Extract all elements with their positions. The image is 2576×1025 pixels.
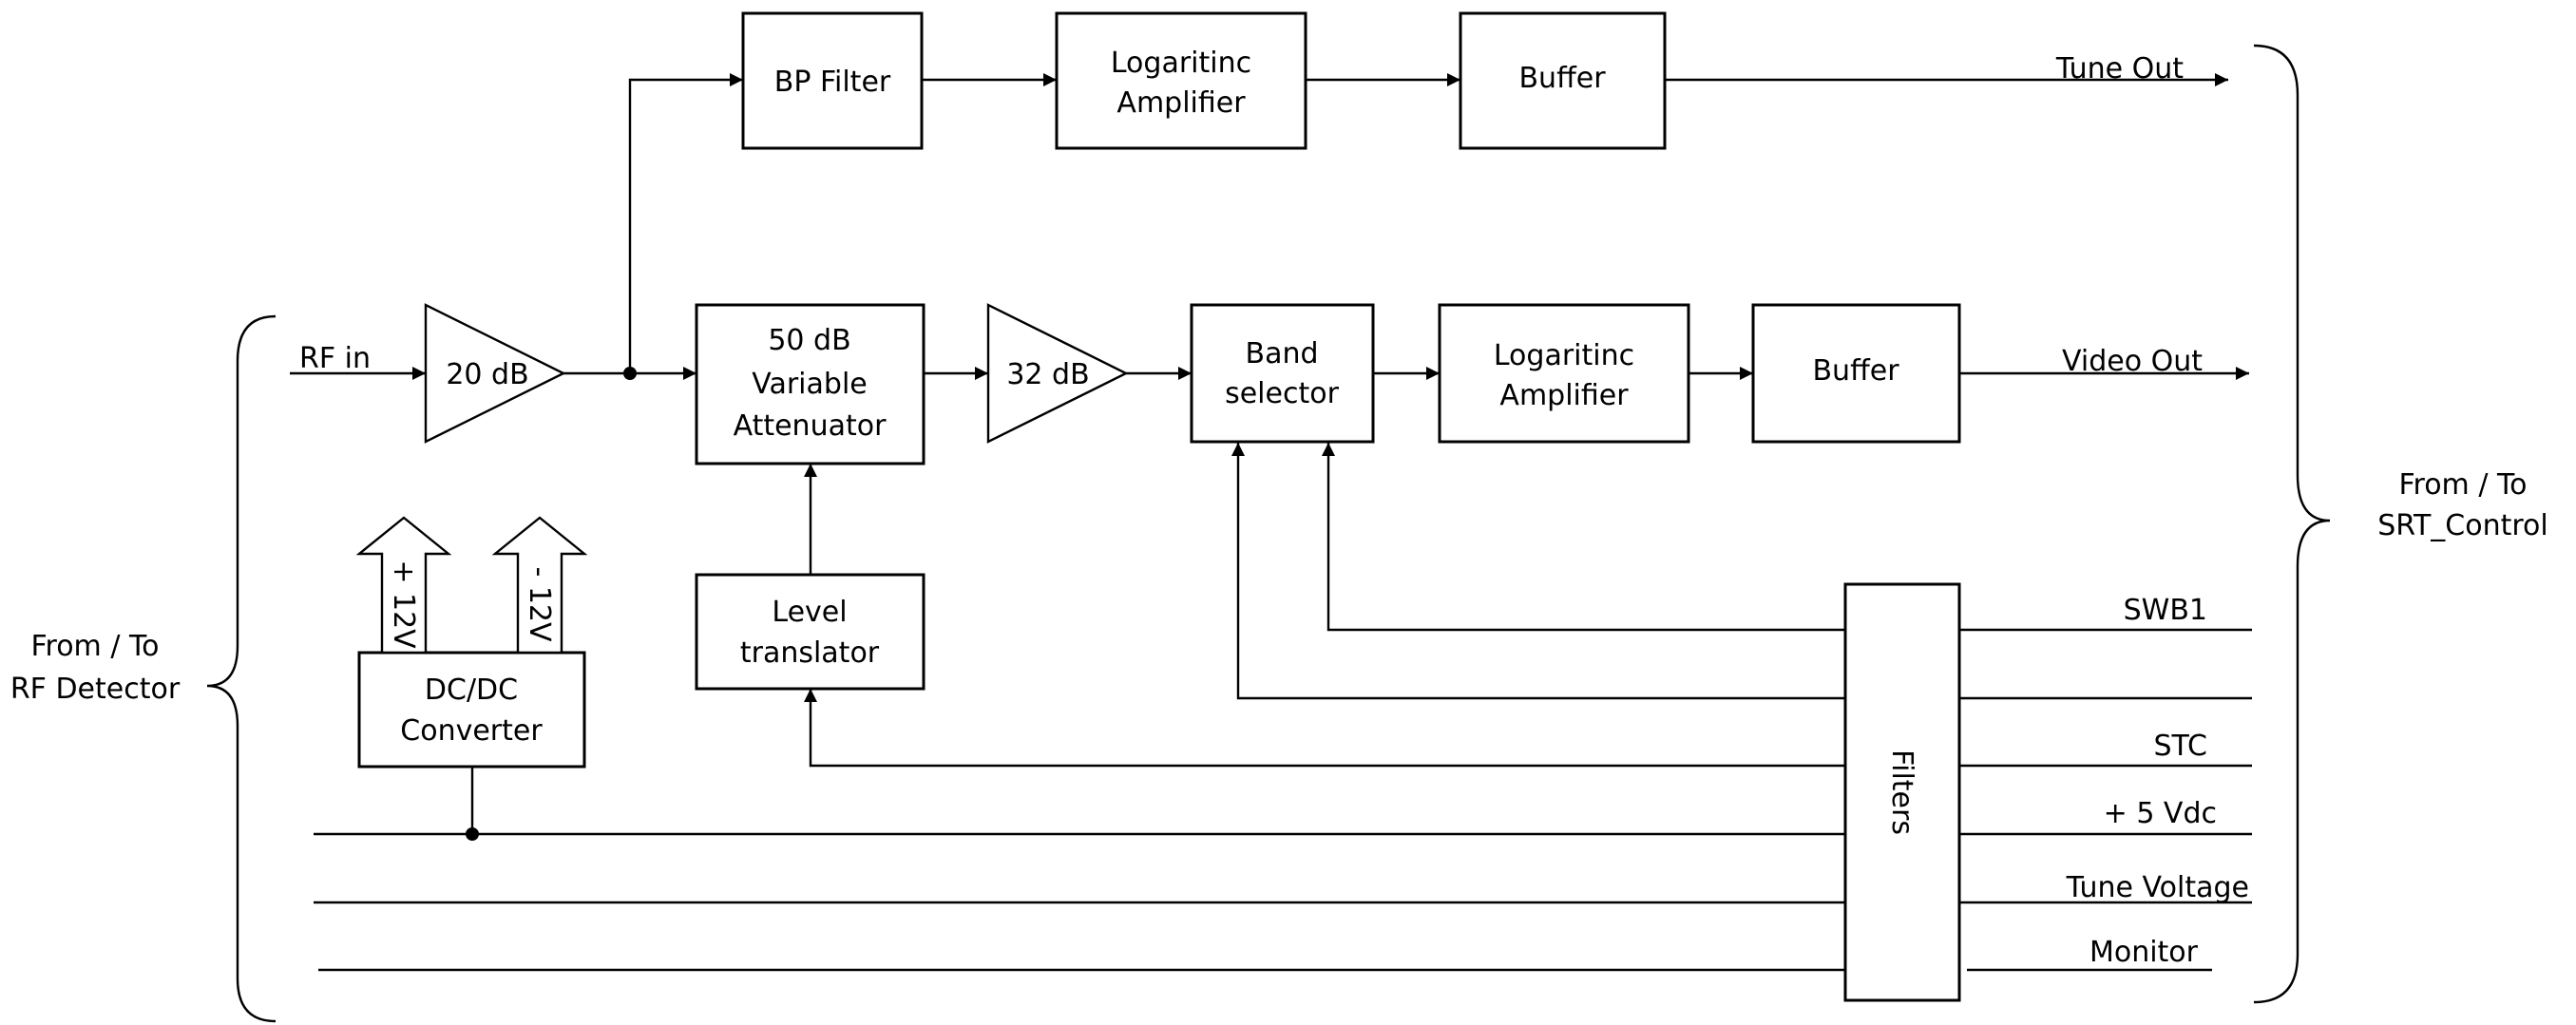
amp-20db-triangle: 20 dB — [424, 303, 566, 444]
attenuator-label-line1: 50 dB — [768, 324, 850, 357]
dcdc-junction-dot — [466, 827, 479, 841]
right-brace — [2253, 44, 2331, 1004]
filters-label: Filters — [1885, 750, 1918, 835]
left-interface-label-line1: From / To — [30, 630, 159, 663]
buffer-top-label: Buffer — [1518, 62, 1606, 95]
plus12v-supply-arrow: + 12V — [355, 516, 452, 655]
bp-filter-block: BP Filter — [741, 11, 924, 150]
split-junction-dot — [623, 367, 637, 380]
attenuator-block: 50 dB Variable Attenuator — [695, 303, 925, 465]
band-selector-block: Band selector — [1190, 303, 1375, 444]
dcdc-label-line1: DC/DC — [425, 674, 518, 707]
rf-in-label: RF in — [299, 342, 371, 375]
video-out-label: Video Out — [2062, 345, 2203, 378]
buffer-top-block: Buffer — [1459, 11, 1667, 150]
swb1-to-band-selector-right-line — [1322, 443, 1845, 632]
stc-label: STC — [2153, 730, 2207, 763]
tap-to-bp-filter-line — [628, 73, 743, 373]
tune-voltage-label: Tune Voltage — [2066, 871, 2249, 904]
log-amp-mid-label-line2: Amplifier — [1499, 379, 1629, 412]
band-selector-label-line2: selector — [1225, 377, 1339, 410]
level-translator-label-line1: Level — [772, 596, 847, 629]
stc-to-level-translator-line — [804, 689, 1845, 768]
minus12v-supply-arrow: - 12V — [491, 516, 588, 655]
filters-block: Filters — [1843, 582, 1961, 1002]
attenuator-label-line2: Variable — [752, 368, 867, 401]
minus12v-label: - 12V — [523, 566, 556, 642]
plus12v-label: + 12V — [387, 560, 420, 649]
monitor-label: Monitor — [2089, 936, 2199, 969]
log-amp-top-label-line2: Amplifier — [1116, 86, 1246, 120]
plus5vdc-label: + 5 Vdc — [2104, 797, 2217, 830]
dcdc-converter-block: DC/DC Converter — [357, 651, 586, 769]
level-translator-block: Level translator — [695, 573, 925, 691]
right-interface-label-line1: From / To — [2398, 468, 2527, 502]
band-selector-label-line1: Band — [1245, 337, 1318, 370]
tune-out-label: Tune Out — [2055, 52, 2184, 85]
amp-20db-label: 20 dB — [446, 358, 528, 391]
bp-filter-label: BP Filter — [774, 66, 891, 99]
right-interface-label-line2: SRT_Control — [2377, 509, 2547, 542]
log-amp-top-label-line1: Logaritinc — [1111, 47, 1251, 80]
amp-32db-label: 32 dB — [1006, 358, 1089, 391]
log-amp-top-block: Logaritinc Amplifier — [1055, 11, 1307, 150]
attenuator-label-line3: Attenuator — [734, 409, 887, 443]
buffer-mid-block: Buffer — [1751, 303, 1961, 444]
buffer-mid-label: Buffer — [1812, 354, 1899, 388]
swb-to-band-selector-left-line — [1231, 443, 1845, 700]
amp-32db-triangle: 32 dB — [986, 303, 1129, 444]
log-amp-mid-block: Logaritinc Amplifier — [1438, 303, 1690, 444]
left-brace — [206, 314, 277, 1023]
swb1-label: SWB1 — [2124, 594, 2207, 627]
left-interface-label-line2: RF Detector — [10, 673, 181, 706]
log-amp-mid-label-line1: Logaritinc — [1494, 339, 1634, 372]
dcdc-label-line2: Converter — [400, 714, 543, 748]
level-translator-label-line2: translator — [740, 636, 880, 670]
